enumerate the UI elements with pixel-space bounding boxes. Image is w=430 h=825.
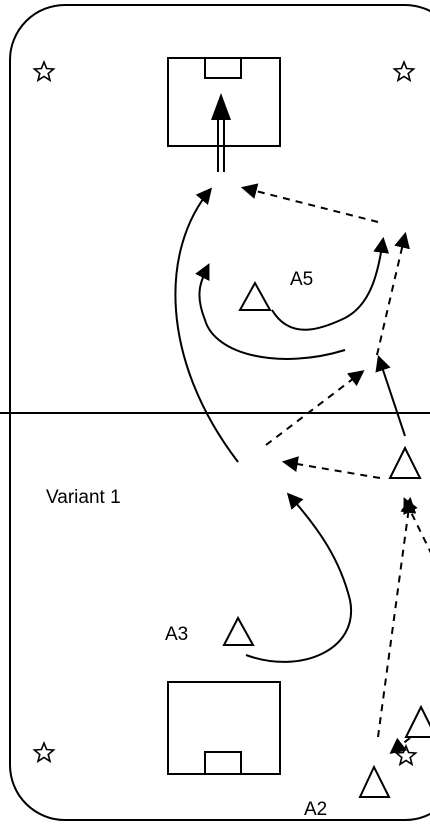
run-path: [375, 354, 406, 437]
run-path: [271, 236, 390, 331]
pass-path: [377, 496, 417, 738]
variant-label: Variant 1: [46, 487, 121, 508]
pass-path: [389, 737, 411, 754]
corner-star-icon: [392, 59, 416, 83]
pass-path: [403, 497, 430, 554]
player-a3-triangle: [222, 615, 255, 646]
corner-star-icon: [32, 59, 56, 83]
bottom-goal-area: [167, 681, 281, 775]
player-label-a2: A2: [304, 799, 327, 820]
pass-path: [281, 456, 381, 479]
player-a2-triangle: [358, 764, 391, 798]
player-label-a5: A5: [290, 269, 313, 290]
run-path: [245, 492, 353, 663]
run-path: [195, 263, 346, 360]
shot-arrow: [211, 93, 231, 172]
player-mid-triangle: [388, 445, 422, 479]
corner-star-icon: [394, 743, 418, 767]
run-path: [174, 187, 239, 463]
corner-star-icon: [32, 740, 56, 764]
pass-path: [265, 370, 365, 446]
pass-path: [240, 183, 379, 223]
player-label-a3: A3: [165, 624, 188, 645]
player-corner-triangle: [404, 704, 430, 738]
player-a5-triangle: [238, 280, 272, 311]
